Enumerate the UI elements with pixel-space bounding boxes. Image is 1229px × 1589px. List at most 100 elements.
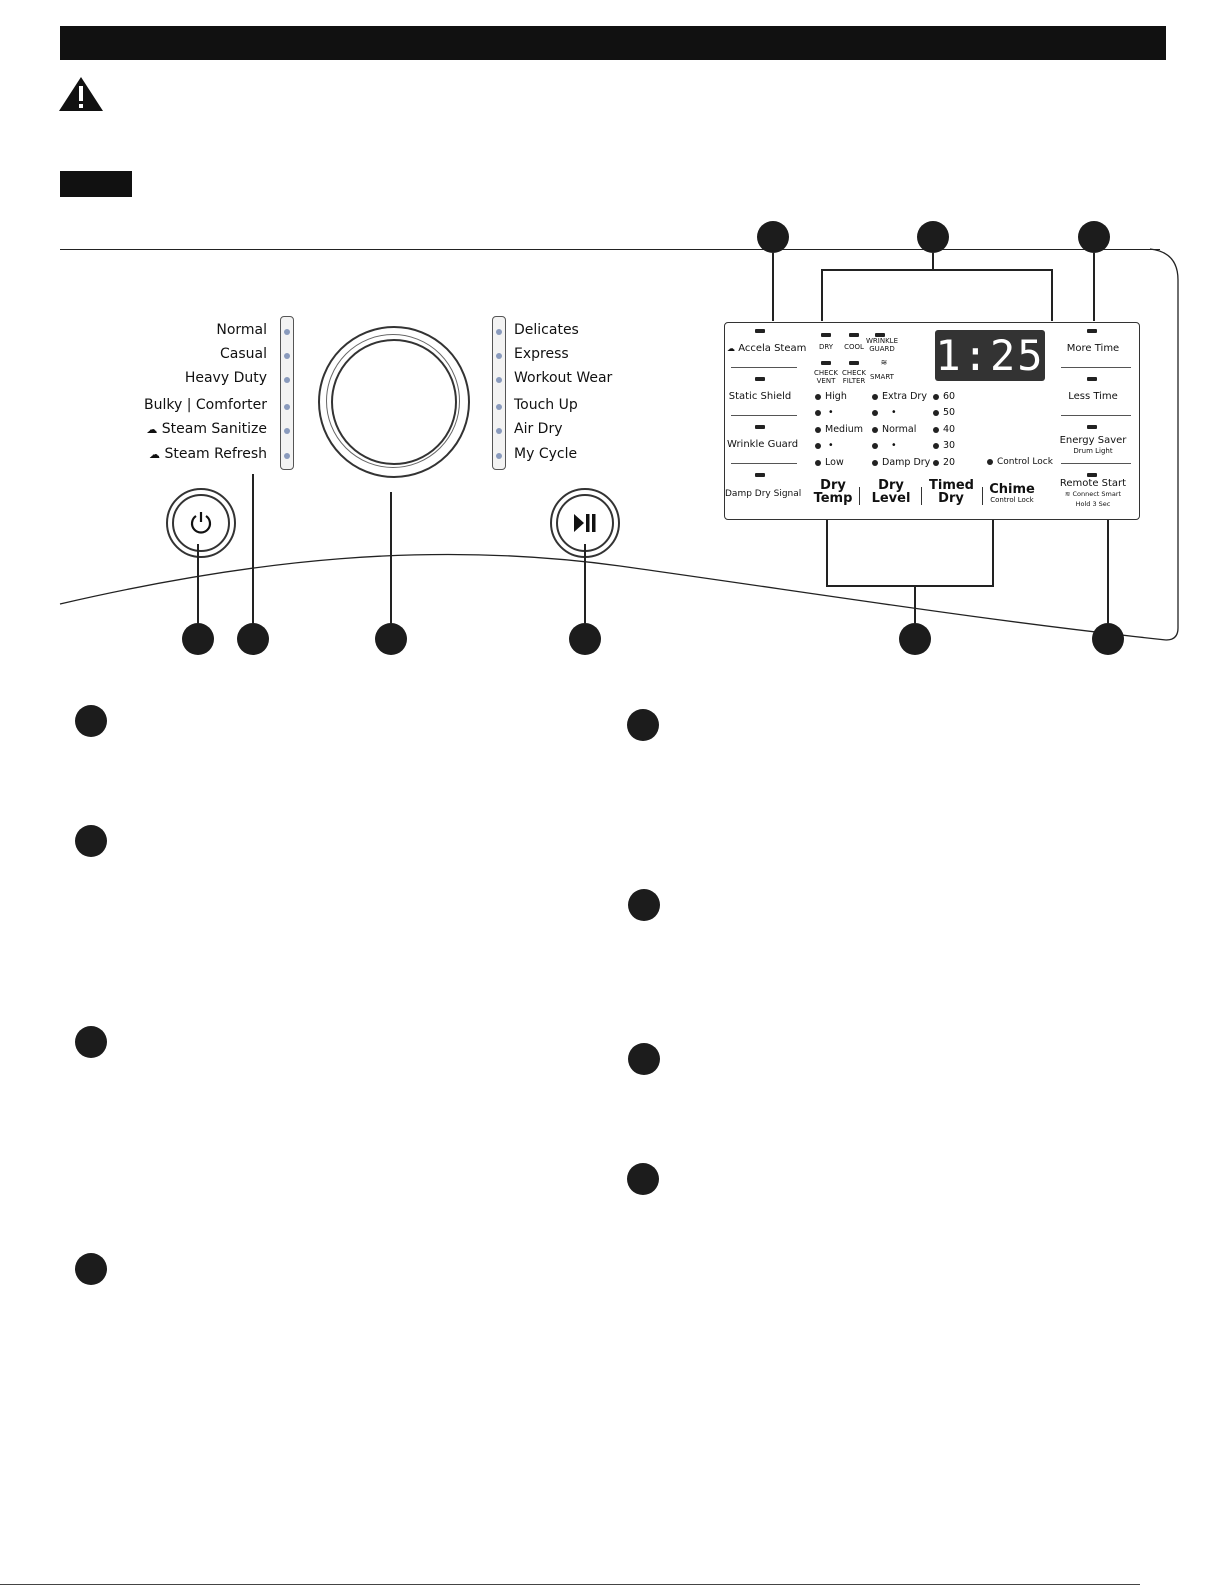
divider: [731, 415, 797, 416]
more-time-button[interactable]: More Time: [1066, 343, 1120, 354]
cycle-heavy-duty[interactable]: Heavy Duty: [184, 370, 267, 386]
steam-icon: ☁: [149, 448, 161, 461]
dry-status-label: DRY: [818, 343, 834, 351]
cycle-workout-wear[interactable]: Workout Wear: [514, 370, 613, 386]
description-marker: [75, 1253, 107, 1285]
chime-button[interactable]: Chime Control Lock: [989, 483, 1035, 505]
energy-saver-sublabel: Drum Light: [1073, 447, 1113, 455]
cycle-casual[interactable]: Casual: [220, 346, 267, 362]
description-marker: [628, 1043, 660, 1075]
energy-saver-button[interactable]: Energy Saver Drum Light: [1055, 435, 1131, 457]
wrinkle-guard-status-label: WRINKLE GUARD: [866, 337, 898, 353]
wrinkle-guard-led: [755, 425, 765, 429]
remote-start-sublabel-2: Hold 3 Sec: [1075, 500, 1111, 508]
cycle-selector-knob-ring: [326, 334, 460, 468]
cycle-touch-up[interactable]: Touch Up: [514, 397, 578, 413]
callout-leader: [914, 585, 916, 624]
cycle-normal[interactable]: Normal: [216, 322, 267, 338]
notice-label-block: [60, 171, 132, 197]
callout-bracket: [826, 520, 828, 586]
accela-steam-button[interactable]: ☁ Accela Steam: [727, 343, 806, 354]
smart-status-label: SMART: [870, 373, 894, 381]
check-filter-led: [849, 361, 859, 365]
description-marker: [627, 1163, 659, 1195]
callout-leader: [584, 544, 586, 624]
cycle-express[interactable]: Express: [514, 346, 569, 362]
energy-saver-led: [1087, 425, 1097, 429]
description-marker: [75, 825, 107, 857]
timed-dry-button[interactable]: Timed Dry: [929, 478, 974, 506]
damp-dry-signal-button[interactable]: Damp Dry Signal: [725, 489, 802, 499]
timed-dry-60: 60: [933, 391, 955, 402]
footer-rule: [0, 1584, 1140, 1585]
cool-status-led: [849, 333, 859, 337]
description-marker: [628, 889, 660, 921]
cycle-steam-sanitize[interactable]: ☁ Steam Sanitize: [146, 421, 267, 437]
callout-bracket: [821, 269, 823, 321]
cycle-air-dry[interactable]: Air Dry: [514, 421, 563, 437]
remote-start-label: Remote Start: [1059, 478, 1127, 489]
description-marker: [75, 705, 107, 737]
chime-sublabel: Control Lock: [990, 496, 1034, 504]
dry-level-extra-dry: Extra Dry: [872, 391, 927, 402]
dry-temp-button[interactable]: Dry Temp: [813, 478, 853, 506]
callout-bracket: [992, 520, 994, 586]
time-display: 1:25: [935, 330, 1045, 381]
cycle-selector-knob[interactable]: [318, 326, 470, 478]
dry-temp-step: •: [815, 407, 834, 418]
callout-marker: [917, 221, 949, 253]
damp-dry-signal-led: [755, 473, 765, 477]
divider: [731, 463, 797, 464]
callout-marker: [899, 623, 931, 655]
callout-marker: [237, 623, 269, 655]
callout-marker: [757, 221, 789, 253]
divider: [859, 487, 860, 505]
description-marker: [75, 1026, 107, 1058]
dry-status-led: [821, 333, 831, 337]
steam-icon: ☁: [146, 423, 158, 436]
dry-temp-step: •: [815, 440, 834, 451]
callout-leader: [1107, 520, 1109, 624]
divider: [982, 487, 983, 505]
callout-leader: [932, 253, 934, 270]
callout-marker: [569, 623, 601, 655]
cycle-delicates[interactable]: Delicates: [514, 322, 579, 338]
remote-start-led: [1087, 473, 1097, 477]
wifi-icon: ≋: [1064, 490, 1071, 498]
power-button[interactable]: [166, 488, 236, 558]
cycle-selector-knob-center: [331, 339, 457, 465]
check-filter-label: CHECK FILTER: [841, 369, 867, 385]
timed-dry-40: 40: [933, 424, 955, 435]
timed-dry-50: 50: [933, 407, 955, 418]
steam-icon: ☁: [727, 344, 735, 353]
divider: [921, 487, 922, 505]
timed-dry-20: 20: [933, 457, 955, 468]
callout-marker: [182, 623, 214, 655]
cycle-steam-refresh[interactable]: ☁ Steam Refresh: [149, 446, 267, 462]
less-time-button[interactable]: Less Time: [1068, 391, 1118, 402]
callout-bracket: [826, 585, 994, 587]
check-vent-label: CHECK VENT: [813, 369, 839, 385]
callout-bracket: [821, 269, 1053, 271]
check-vent-led: [821, 361, 831, 365]
play-pause-icon: [574, 514, 596, 532]
wrinkle-guard-button[interactable]: Wrinkle Guard: [727, 439, 799, 450]
cycle-my-cycle[interactable]: My Cycle: [514, 446, 578, 462]
callout-leader: [1093, 253, 1095, 321]
static-shield-led: [755, 377, 765, 381]
less-time-led: [1087, 377, 1097, 381]
remote-start-button[interactable]: Remote Start ≋ Connect Smart Hold 3 Sec: [1053, 479, 1133, 509]
callout-bracket: [1051, 269, 1053, 321]
panel-outline: [59, 248, 1179, 641]
cycle-indicator-strip-right: [492, 316, 506, 470]
divider: [1061, 415, 1131, 416]
cycle-bulky-comforter[interactable]: Bulky | Comforter: [144, 397, 267, 413]
warning-icon: [58, 76, 104, 116]
dry-level-button[interactable]: Dry Level: [871, 478, 911, 506]
control-lock-indicator: Control Lock: [987, 457, 1053, 467]
cycle-steam-refresh-label: Steam Refresh: [164, 446, 267, 462]
panel-top-edge: [60, 249, 1160, 250]
static-shield-button[interactable]: Static Shield: [728, 391, 792, 402]
callout-marker: [1092, 623, 1124, 655]
dry-level-step: •: [872, 407, 897, 418]
